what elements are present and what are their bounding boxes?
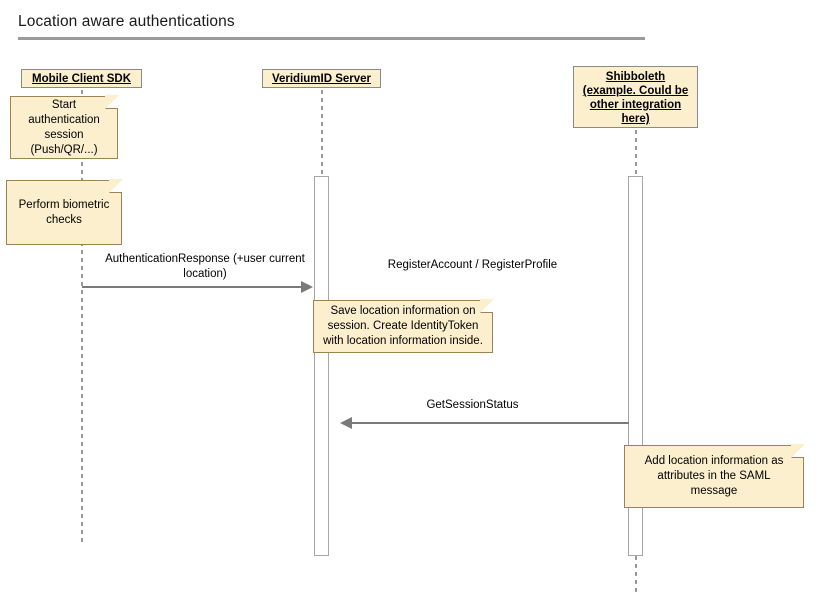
lifeline-veridium	[321, 90, 323, 176]
participant-label-line-1: Shibboleth	[605, 71, 666, 83]
note-line-1: Start	[51, 98, 77, 111]
participant-label-line-2: (example. Could be	[582, 85, 689, 97]
note-perform-biometric-checks: Perform biometric checks	[6, 178, 123, 245]
participant-label-line-4: here)	[621, 113, 650, 125]
note-save-location-information: Save location information on session. Cr…	[313, 298, 494, 353]
note-line-1: Save location information on	[330, 305, 476, 317]
note-line-1: Perform biometric	[18, 198, 110, 211]
note-start-authentication-session: Start authentication session (Push/QR/..…	[10, 94, 119, 159]
note-line-4: (Push/QR/...)	[30, 143, 98, 156]
diagram-title: Location aware authentications	[18, 13, 235, 30]
note-fold-corner-icon	[108, 178, 123, 193]
message-label-get-session-status: GetSessionStatus	[355, 398, 590, 413]
message-label-line-1: GetSessionStatus	[426, 399, 519, 411]
note-line-3: message	[690, 485, 738, 497]
note-fold-corner-icon	[790, 443, 805, 458]
note-line-2: authentication	[28, 113, 100, 126]
lifeline-mobile	[81, 90, 83, 542]
activation-bar-veridium	[314, 176, 329, 556]
note-line-3: with location information inside.	[323, 335, 483, 347]
note-fold-corner-icon	[104, 94, 119, 109]
note-line-2: session. Create IdentityToken	[327, 320, 479, 332]
note-line-3: session	[44, 128, 84, 141]
message-label-line-1: RegisterAccount / RegisterProfile	[387, 259, 558, 271]
note-line-2: attributes in the SAML	[657, 470, 771, 482]
note-line-1: Add location information as	[644, 455, 784, 467]
message-label-line-1: AuthenticationResponse (+user current	[105, 253, 305, 265]
participant-mobile-client-sdk[interactable]: Mobile Client SDK	[21, 69, 142, 88]
message-label-register-account-profile: RegisterAccount / RegisterProfile	[355, 258, 590, 273]
participant-veridiumid-server[interactable]: VeridiumID Server	[262, 69, 381, 88]
message-label-authentication-response: AuthenticationResponse (+user current lo…	[90, 252, 320, 282]
title-divider	[18, 37, 645, 40]
note-add-saml-attributes: Add location information as attributes i…	[624, 443, 805, 508]
note-fold-corner-icon	[479, 298, 494, 313]
participant-shibboleth[interactable]: Shibboleth (example. Could be other inte…	[573, 66, 698, 128]
note-line-2: checks	[46, 213, 82, 226]
participant-label: VeridiumID Server	[271, 73, 372, 85]
lifeline-shibboleth	[635, 130, 637, 176]
message-line-get-session-status	[352, 422, 629, 424]
message-arrowhead-authentication-response	[301, 281, 313, 293]
message-arrowhead-get-session-status	[340, 417, 352, 429]
participant-label-line-3: other integration	[589, 99, 682, 111]
participant-label: Mobile Client SDK	[31, 73, 132, 85]
lifeline-shibboleth-tail	[635, 556, 637, 594]
message-line-authentication-response	[82, 286, 302, 288]
message-label-line-2: location)	[183, 268, 227, 280]
